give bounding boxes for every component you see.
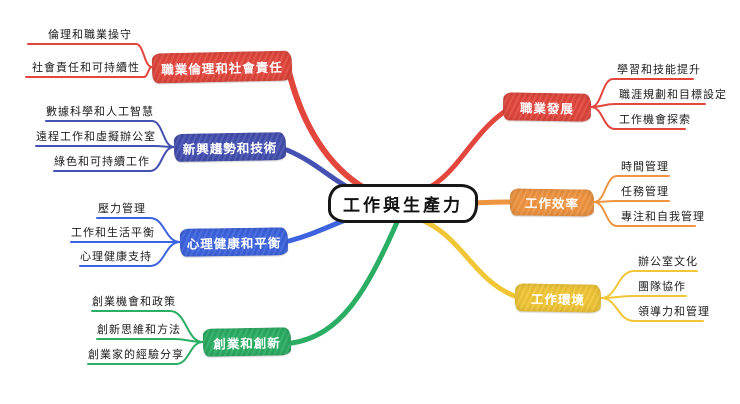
leaf-label[interactable]: 創業家的經驗分享 [88, 348, 184, 361]
leaf-label[interactable]: 學習和技能提升 [617, 63, 701, 76]
branch-label: 新興趨勢和技術 [182, 139, 278, 157]
branch-label: 工作效率 [524, 195, 580, 211]
leaf-connector-emerging-trends [35, 145, 175, 148]
leaf-connector-career-ethics [27, 43, 153, 68]
branch-label: 職業倫理和社會責任 [161, 59, 283, 77]
leaf-label[interactable]: 數據科學和人工智慧 [46, 105, 154, 118]
leaf-label[interactable]: 工作和生活平衡 [71, 226, 155, 239]
leaf-connector-work-environment [600, 297, 704, 322]
leaf-label[interactable]: 創業機會和政策 [92, 295, 176, 308]
leaf-connector-career-ethics [25, 66, 153, 78]
leaf-label[interactable]: 專注和自我管理 [621, 210, 705, 223]
central-topic-node[interactable]: 工作與生產力 [328, 184, 478, 223]
leaf-label[interactable]: 工作機會探索 [619, 113, 691, 126]
leaf-label[interactable]: 辦公室文化 [638, 255, 698, 268]
leaf-label[interactable]: 遠程工作和虛擬辦公室 [36, 130, 156, 143]
branch-node-career-development[interactable]: 職業發展 [502, 92, 592, 122]
leaf-connector-work-environment [600, 295, 687, 299]
branch-node-work-efficiency[interactable]: 工作效率 [509, 187, 595, 217]
branch-label: 創業和創新 [213, 334, 281, 352]
leaf-label[interactable]: 團隊協作 [638, 280, 686, 293]
branch-label: 心理健康和平衡 [186, 234, 282, 252]
leaf-connector-entrepreneurship [96, 338, 204, 343]
leaf-connector-entrepreneurship [87, 341, 204, 365]
leaf-label[interactable]: 時間管理 [621, 160, 669, 173]
leaf-label[interactable]: 創新思維和方法 [97, 323, 181, 336]
leaf-label[interactable]: 心理健康支持 [80, 250, 152, 263]
branch-node-entrepreneurship[interactable]: 創業和創新 [202, 327, 292, 357]
central-topic-label: 工作與生產力 [343, 196, 463, 216]
branch-node-mental-balance[interactable]: 心理健康和平衡 [179, 227, 289, 257]
branch-node-career-ethics[interactable]: 職業倫理和社會責任 [151, 50, 293, 84]
branch-curve-entrepreneurship [289, 217, 401, 346]
branch-label: 工作環境 [530, 291, 586, 307]
leaf-connector-career-development [590, 106, 686, 130]
branch-label: 職業發展 [519, 100, 575, 116]
branch-node-emerging-trends[interactable]: 新興趨勢和技術 [173, 132, 287, 162]
leaf-connector-emerging-trends [53, 146, 175, 172]
leaf-label[interactable]: 倫理和職業操守 [48, 28, 132, 41]
leaf-label[interactable]: 任務管理 [621, 185, 669, 198]
leaf-label[interactable]: 領導力和管理 [638, 305, 710, 318]
branch-curve-work-environment [407, 213, 520, 300]
leaf-connector-career-development [590, 103, 706, 108]
leaf-connector-work-efficiency [593, 200, 670, 203]
branch-node-work-environment[interactable]: 工作環境 [514, 283, 602, 313]
leaf-label[interactable]: 壓力管理 [98, 202, 146, 215]
leaf-label[interactable]: 社會責任和可持續性 [32, 61, 140, 74]
leaf-label[interactable]: 綠色和可持續工作 [54, 155, 150, 168]
leaf-label[interactable]: 職涯規劃和目標設定 [619, 88, 727, 101]
leaf-connector-mental-balance [79, 241, 181, 267]
leaf-connector-work-efficiency [593, 201, 696, 227]
